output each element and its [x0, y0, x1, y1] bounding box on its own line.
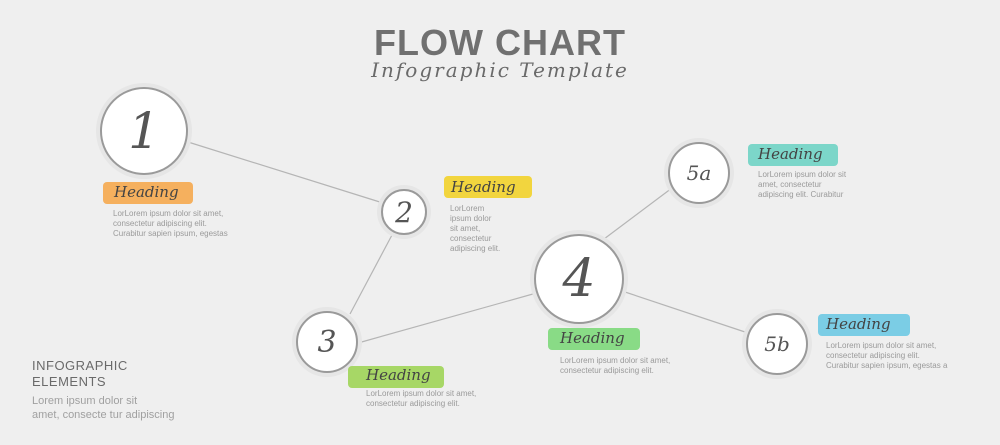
heading-5a: Heading: [758, 145, 823, 163]
heading-highlight: [444, 176, 532, 198]
description-5b: LorLorem ipsum dolor sit amet, consectet…: [826, 341, 947, 371]
description-line: sit amet,: [450, 224, 481, 233]
infographic-elements-description-line: amet, consecte tur adipiscing: [32, 409, 175, 421]
description-4: LorLorem ipsum dolor sit amet, consectet…: [560, 356, 670, 376]
page-title: FLOW CHART: [374, 22, 626, 63]
description-line: LorLorem ipsum dolor sit amet,: [560, 356, 671, 365]
node-3-label: 3: [317, 324, 337, 360]
description-line: LorLorem ipsum dolor sit amet,: [366, 389, 477, 398]
heading-highlight: [748, 144, 838, 166]
node-5b-label: 5b: [764, 332, 790, 356]
infographic-elements-description-line: Lorem ipsum dolor sit: [32, 395, 138, 407]
heading-3: Heading: [366, 366, 431, 384]
infographic-elements-title-line: INFOGRAPHIC: [32, 358, 128, 373]
description-2: LorLorem ipsum dolor sit amet, consectet…: [450, 204, 500, 254]
description-line: consectetur adipiscing elit.: [560, 366, 654, 375]
infographic-elements-title-line: ELEMENTS: [32, 374, 107, 389]
description-line: consectetur adipiscing elit.: [366, 399, 460, 408]
description-line: Curabitur sapien ipsum, egestas: [113, 229, 228, 238]
heading-2: Heading: [451, 178, 516, 196]
connector-1-2: [187, 141, 384, 204]
node-1-label: 1: [128, 102, 160, 160]
connector-4-5a: [595, 184, 677, 246]
node-4-label: 4: [562, 249, 596, 309]
description-5a: LorLorem ipsum dolor sit amet, consectet…: [758, 170, 846, 200]
node-5a: 5a: [668, 142, 730, 204]
node-1: 1: [100, 87, 188, 175]
heading-highlight: [103, 182, 193, 204]
description-line: consectetur adipiscing elit.: [113, 219, 207, 228]
description-line: amet, consectetur: [758, 180, 822, 189]
description-line: LorLorem ipsum dolor sit amet,: [113, 209, 224, 218]
description-line: consectetur adipiscing elit.: [826, 351, 920, 360]
description-line: LorLorem: [450, 204, 485, 213]
node-2: 2: [381, 189, 427, 235]
heading-highlight: [348, 366, 444, 388]
heading-4: Heading: [560, 329, 625, 347]
connector-4-5b: [621, 290, 749, 334]
infographic-elements-title: INFOGRAPHIC ELEMENTS: [32, 358, 128, 390]
description-3: LorLorem ipsum dolor sit amet, consectet…: [366, 389, 476, 409]
connector-3-4: [357, 291, 541, 344]
heading-5b: Heading: [826, 315, 891, 333]
connector-2-3: [349, 234, 393, 315]
description-line: LorLorem ipsum dolor sit: [758, 170, 847, 179]
heading-highlight: [548, 328, 640, 350]
node-5b: 5b: [746, 313, 808, 375]
infographic-elements-description: Lorem ipsum dolor sit amet, consecte tur…: [32, 394, 174, 422]
page-subtitle: Infographic Template: [371, 58, 629, 82]
description-line: adipiscing elit. Curabitur: [758, 190, 844, 199]
description-line: consectetur: [450, 234, 492, 243]
description-line: Curabitur sapien ipsum, egestas a: [826, 361, 948, 370]
node-2-label: 2: [395, 195, 413, 229]
heading-highlight: [818, 314, 910, 336]
description-line: ipsum dolor: [450, 214, 492, 223]
description-line: adipiscing elit.: [450, 244, 501, 253]
description-1: LorLorem ipsum dolor sit amet, consectet…: [113, 209, 228, 239]
node-3: 3: [296, 311, 358, 373]
node-5a-label: 5a: [686, 161, 712, 185]
node-4: 4: [534, 234, 624, 324]
heading-1: Heading: [114, 183, 179, 201]
description-line: LorLorem ipsum dolor sit amet,: [826, 341, 937, 350]
